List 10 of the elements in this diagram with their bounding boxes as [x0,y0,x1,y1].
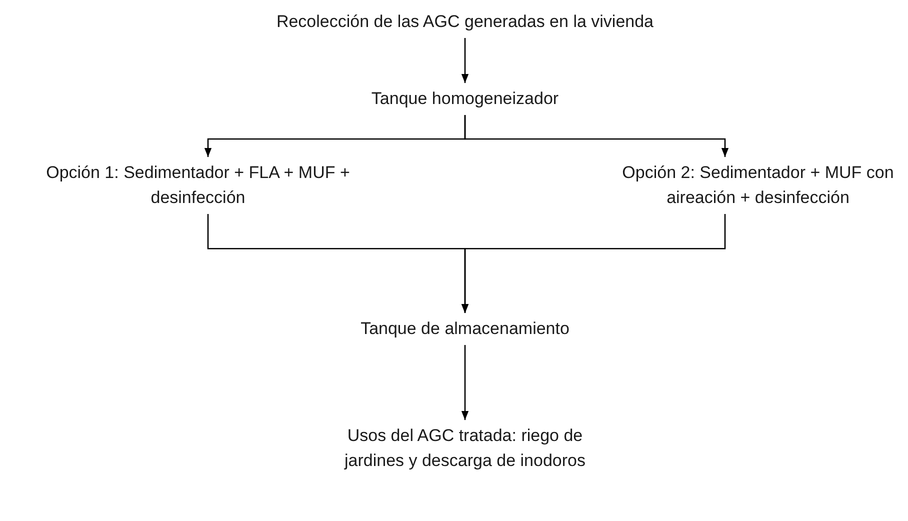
step-text: Tanque de almacenamiento [315,316,615,341]
step-text: Tanque homogeneizador [315,86,615,111]
step-text: Usos del AGC tratada: riego de jardines y descarga de inodoros [340,423,590,473]
arrow [461,214,726,313]
step-text: Opción 2: Sedimentador + MUF con aireación + desinfección [608,160,908,210]
arrow [461,345,469,420]
step-text: Recolección de las AGC generadas en la vivienda [205,9,725,34]
arrow [461,38,469,83]
arrow [464,115,729,157]
step-text: Opción 1: Sedimentador + FLA + MUF + desinfección [2,160,394,210]
